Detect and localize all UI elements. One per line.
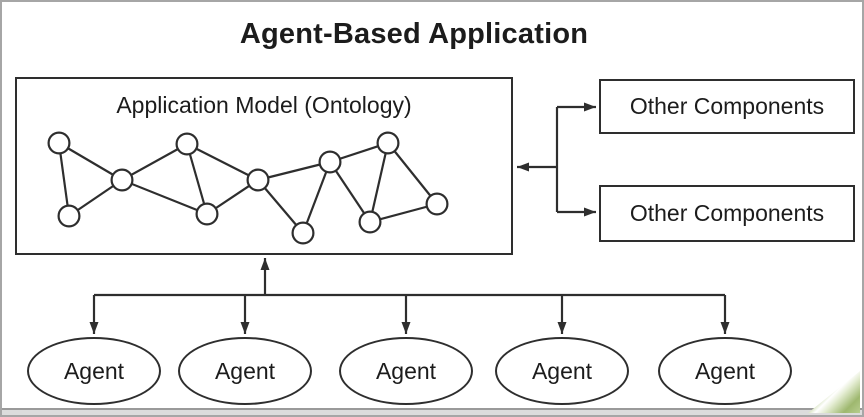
agent-ellipse-4: Agent <box>495 337 629 405</box>
other-components-label-top: Other Components <box>629 93 825 119</box>
agent-ellipse-1: Agent <box>27 337 161 405</box>
agent-label-4: Agent <box>531 357 593 384</box>
application-model-label: Application Model (Ontology) <box>116 92 412 118</box>
agent-ellipse-5: Agent <box>658 337 792 405</box>
agent-ellipse-2: Agent <box>178 337 312 405</box>
agent-label-1: Agent <box>63 357 125 384</box>
application-model-box: Application Model (Ontology) <box>15 77 513 255</box>
other-components-box-bottom: Other Components <box>599 185 855 242</box>
agent-label-2: Agent <box>214 357 276 384</box>
corner-decoration <box>808 371 860 413</box>
footer-strip <box>2 408 862 415</box>
diagram-title: Agent-Based Application <box>239 18 589 50</box>
other-components-label-bottom: Other Components <box>629 200 825 226</box>
agent-label-5: Agent <box>694 357 756 384</box>
agent-ellipse-3: Agent <box>339 337 473 405</box>
other-components-box-top: Other Components <box>599 79 855 134</box>
agent-label-3: Agent <box>375 357 437 384</box>
